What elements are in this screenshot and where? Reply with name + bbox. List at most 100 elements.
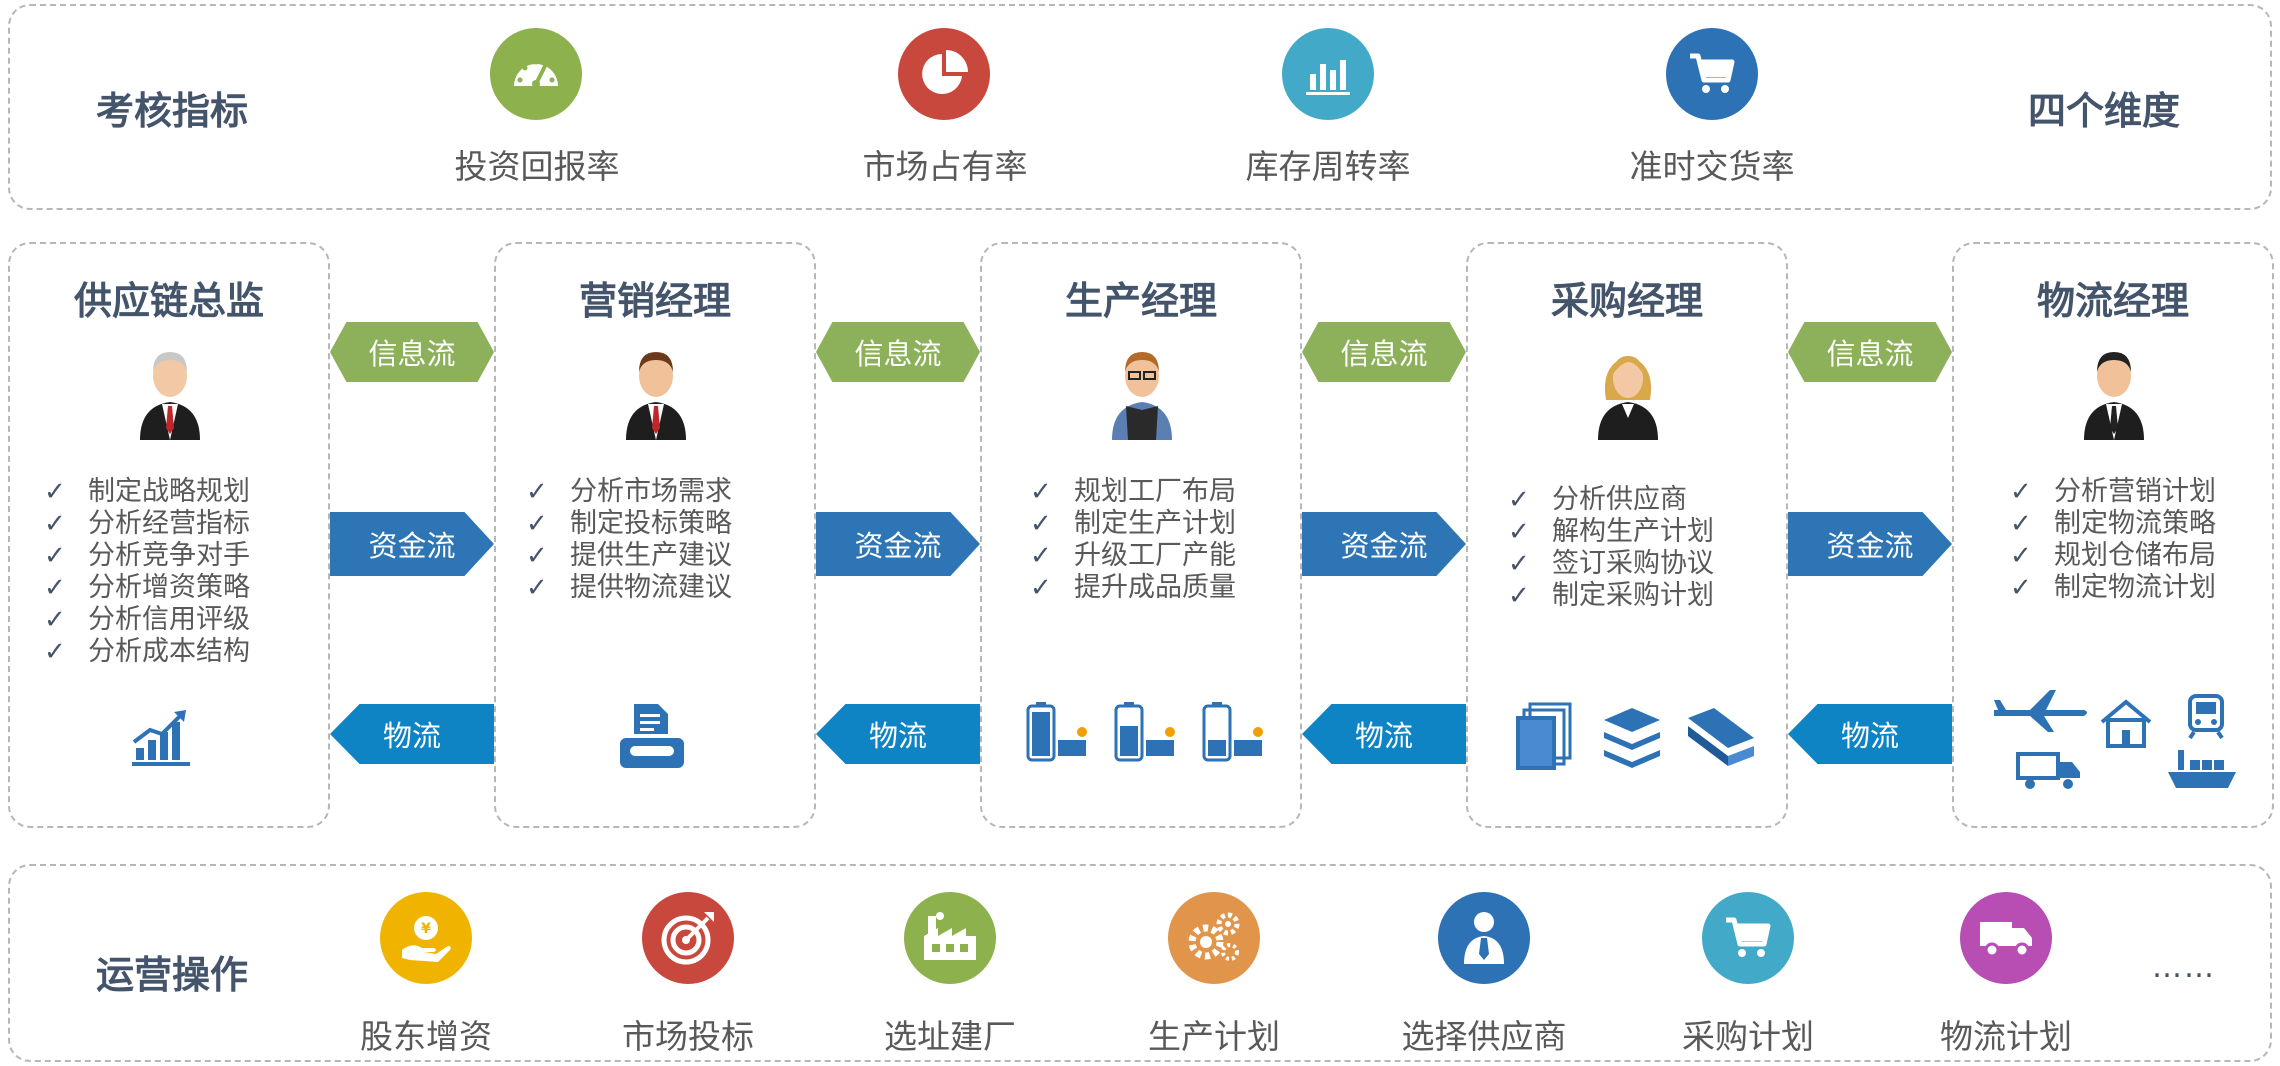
- task-item: ✓提供物流建议: [526, 572, 732, 603]
- check-icon: ✓: [1508, 549, 1530, 579]
- task-item: ✓规划工厂布局: [1030, 476, 1236, 507]
- svg-text:¥: ¥: [421, 921, 431, 937]
- task-item: ✓制定投标策略: [526, 508, 732, 539]
- check-icon: ✓: [526, 477, 548, 507]
- pie-chart-icon: [898, 28, 990, 120]
- metric-label: 投资回报率: [454, 147, 620, 186]
- female-avatar-icon: [1592, 344, 1664, 444]
- shopping-cart-icon: [1702, 892, 1794, 984]
- task-item: ✓签订采购协议: [1508, 548, 1714, 579]
- operation-label: 股东增资: [360, 1017, 492, 1056]
- gears-icon: [1168, 892, 1260, 984]
- check-icon: ✓: [44, 573, 66, 603]
- dimension-title: 四个维度: [2028, 89, 2181, 133]
- materials-icon: [1510, 700, 1760, 776]
- role-card-production-manager: [980, 242, 1302, 828]
- task-item: ✓分析成本结构: [44, 636, 250, 667]
- check-icon: ✓: [1030, 573, 1052, 603]
- check-icon: ✓: [44, 605, 66, 635]
- task-item: ✓提供生产建议: [526, 540, 732, 571]
- task-list: ✓规划工厂布局 ✓制定生产计划 ✓升级工厂产能 ✓提升成品质量: [1030, 476, 1236, 604]
- task-item: ✓制定物流策略: [2010, 508, 2216, 539]
- check-icon: ✓: [44, 541, 66, 571]
- task-item: ✓分析供应商: [1508, 484, 1687, 515]
- info-flow-arrow: 信息流: [1788, 322, 1952, 382]
- check-icon: ✓: [1508, 581, 1530, 611]
- role-title: 采购经理: [1550, 279, 1703, 323]
- check-icon: ✓: [2010, 477, 2032, 507]
- task-item: ✓升级工厂产能: [1030, 540, 1236, 571]
- kpi-band: [8, 4, 2272, 210]
- task-item: ✓分析营销计划: [2010, 476, 2216, 507]
- logistics-flow-arrow: 物流: [1302, 704, 1466, 764]
- logistics-flow-arrow: 物流: [816, 704, 980, 764]
- role-card-logistics-manager: [1952, 242, 2274, 828]
- check-icon: ✓: [44, 477, 66, 507]
- money-hand-icon: ¥: [380, 892, 472, 984]
- task-item: ✓分析增资策略: [44, 572, 250, 603]
- task-item: ✓制定生产计划: [1030, 508, 1236, 539]
- check-icon: ✓: [526, 509, 548, 539]
- task-item: ✓分析市场需求: [526, 476, 732, 507]
- role-title: 营销经理: [578, 279, 731, 323]
- operation-label: 选址建厂: [884, 1017, 1016, 1056]
- operation-label: 生产计划: [1148, 1017, 1280, 1056]
- role-title: 供应链总监: [73, 279, 264, 323]
- check-icon: ✓: [526, 541, 548, 571]
- more-ellipsis: ……: [2152, 950, 2216, 985]
- kpi-title: 考核指标: [96, 89, 249, 133]
- task-list: ✓分析市场需求 ✓制定投标策略 ✓提供生产建议 ✓提供物流建议: [526, 476, 732, 604]
- check-icon: ✓: [1030, 541, 1052, 571]
- task-item: ✓分析信用评级: [44, 604, 250, 635]
- engineer-avatar-icon: [1106, 344, 1178, 444]
- factory-icon: [904, 892, 996, 984]
- task-item: ✓制定物流计划: [2010, 572, 2216, 603]
- check-icon: ✓: [44, 637, 66, 667]
- role-title: 物流经理: [2036, 279, 2189, 323]
- logistics-flow-arrow: 物流: [330, 704, 494, 764]
- operation-label: 物流计划: [1940, 1017, 2072, 1056]
- truck-icon: [1960, 892, 2052, 984]
- task-item: ✓分析竞争对手: [44, 540, 250, 571]
- role-card-purchasing-manager: [1466, 242, 1788, 828]
- person-icon: [1438, 892, 1530, 984]
- check-icon: ✓: [1030, 509, 1052, 539]
- info-flow-arrow: 信息流: [330, 322, 494, 382]
- role-title: 生产经理: [1064, 279, 1217, 323]
- task-list: ✓分析营销计划 ✓制定物流策略 ✓规划仓储布局 ✓制定物流计划: [2010, 476, 2216, 604]
- task-item: ✓制定战略规划: [44, 476, 250, 507]
- check-icon: ✓: [44, 509, 66, 539]
- metric-label: 库存周转率: [1245, 147, 1411, 186]
- role-card-marketing-manager: [494, 242, 816, 828]
- money-flow-arrow: 资金流: [816, 512, 980, 576]
- executive-avatar-icon: [134, 344, 206, 444]
- check-icon: ✓: [1508, 485, 1530, 515]
- money-flow-arrow: 资金流: [1302, 512, 1466, 576]
- growth-chart-icon: [128, 706, 194, 772]
- operations-title: 运营操作: [96, 953, 249, 997]
- info-flow-arrow: 信息流: [816, 322, 980, 382]
- battery-solar-icon: [1024, 700, 1274, 770]
- task-item: ✓分析经营指标: [44, 508, 250, 539]
- check-icon: ✓: [1030, 477, 1052, 507]
- logistics-avatar-icon: [2078, 344, 2150, 444]
- info-flow-arrow: 信息流: [1302, 322, 1466, 382]
- money-flow-arrow: 资金流: [1788, 512, 1952, 576]
- task-item: ✓制定采购计划: [1508, 580, 1714, 611]
- operation-label: 选择供应商: [1401, 1017, 1567, 1056]
- money-flow-arrow: 资金流: [330, 512, 494, 576]
- task-list: ✓制定战略规划 ✓分析经营指标 ✓分析竞争对手 ✓分析增资策略 ✓分析信用评级 …: [44, 476, 250, 668]
- check-icon: ✓: [526, 573, 548, 603]
- fax-machine-icon: [616, 700, 688, 774]
- metric-label: 市场占有率: [862, 147, 1028, 186]
- check-icon: ✓: [2010, 509, 2032, 539]
- transport-icon: [1990, 688, 2240, 796]
- gauge-icon: [490, 28, 582, 120]
- check-icon: ✓: [2010, 573, 2032, 603]
- bar-chart-icon: [1282, 28, 1374, 120]
- metric-label: 准时交货率: [1629, 147, 1795, 186]
- shopping-cart-icon: [1666, 28, 1758, 120]
- task-item: ✓规划仓储布局: [2010, 540, 2216, 571]
- operations-band: [8, 864, 2272, 1062]
- task-item: ✓提升成品质量: [1030, 572, 1236, 603]
